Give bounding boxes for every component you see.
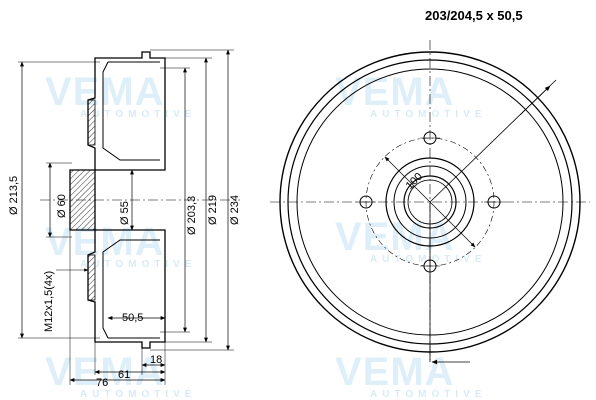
dim-label-61: 61 <box>118 369 130 381</box>
svg-text:AUTOMOTIVE: AUTOMOTIVE <box>80 389 196 400</box>
thread-label: M12x1,5(4x) <box>43 271 55 332</box>
dim-label-55: Ø 55 <box>119 201 131 225</box>
svg-text:AUTOMOTIVE: AUTOMOTIVE <box>80 259 196 270</box>
dim-label-203-3: Ø 203,3 <box>186 196 198 235</box>
dim-label-213-5: Ø 213,5 <box>8 176 20 215</box>
svg-text:VEMA: VEMA <box>45 70 165 114</box>
svg-text:AUTOMOTIVE: AUTOMOTIVE <box>80 109 196 120</box>
svg-text:VEMA: VEMA <box>45 220 165 264</box>
watermark-group: VEMA AUTOMOTIVE VEMA AUTOMOTIVE VEMA AUT… <box>45 70 486 400</box>
front-view: 100 <box>270 40 590 365</box>
drum-profile-outline <box>69 51 166 349</box>
dim-label-76: 76 <box>96 377 108 389</box>
stud-hole-section <box>87 99 96 146</box>
svg-text:VEMA: VEMA <box>335 350 455 394</box>
profile-inner-line <box>102 239 160 339</box>
dim-label-60: Ø 60 <box>56 194 68 218</box>
svg-text:AUTOMOTIVE: AUTOMOTIVE <box>370 254 486 265</box>
dim-label-234: Ø 234 <box>229 195 241 225</box>
dim-label-50-5: 50,5 <box>122 312 143 324</box>
section-cut-arrow <box>519 85 551 116</box>
watermark-logo: VEMA AUTOMOTIVE <box>335 215 486 265</box>
watermark-logo: VEMA AUTOMOTIVE <box>45 70 196 120</box>
stud-hole-section <box>87 254 96 301</box>
watermark-logo: VEMA AUTOMOTIVE <box>335 350 486 400</box>
vertical-dimensions: Ø 213,5 Ø 60 Ø 55 Ø 203,3 Ø 219 Ø 234 M1… <box>8 49 241 351</box>
svg-text:VEMA: VEMA <box>335 70 455 114</box>
horizontal-dimensions: 50,5 18 61 76 <box>69 230 166 389</box>
drum-size-title: 203/204,5 x 50,5 <box>425 8 523 23</box>
svg-text:AUTOMOTIVE: AUTOMOTIVE <box>370 389 486 400</box>
dim-label-18: 18 <box>150 354 162 366</box>
svg-text:AUTOMOTIVE: AUTOMOTIVE <box>370 109 486 120</box>
watermark-logo: VEMA AUTOMOTIVE <box>45 220 196 270</box>
dim-label-219: Ø 219 <box>207 195 219 225</box>
watermark-logo: VEMA AUTOMOTIVE <box>335 70 486 120</box>
profile-inner-line <box>102 61 160 161</box>
side-section-view <box>40 51 240 349</box>
